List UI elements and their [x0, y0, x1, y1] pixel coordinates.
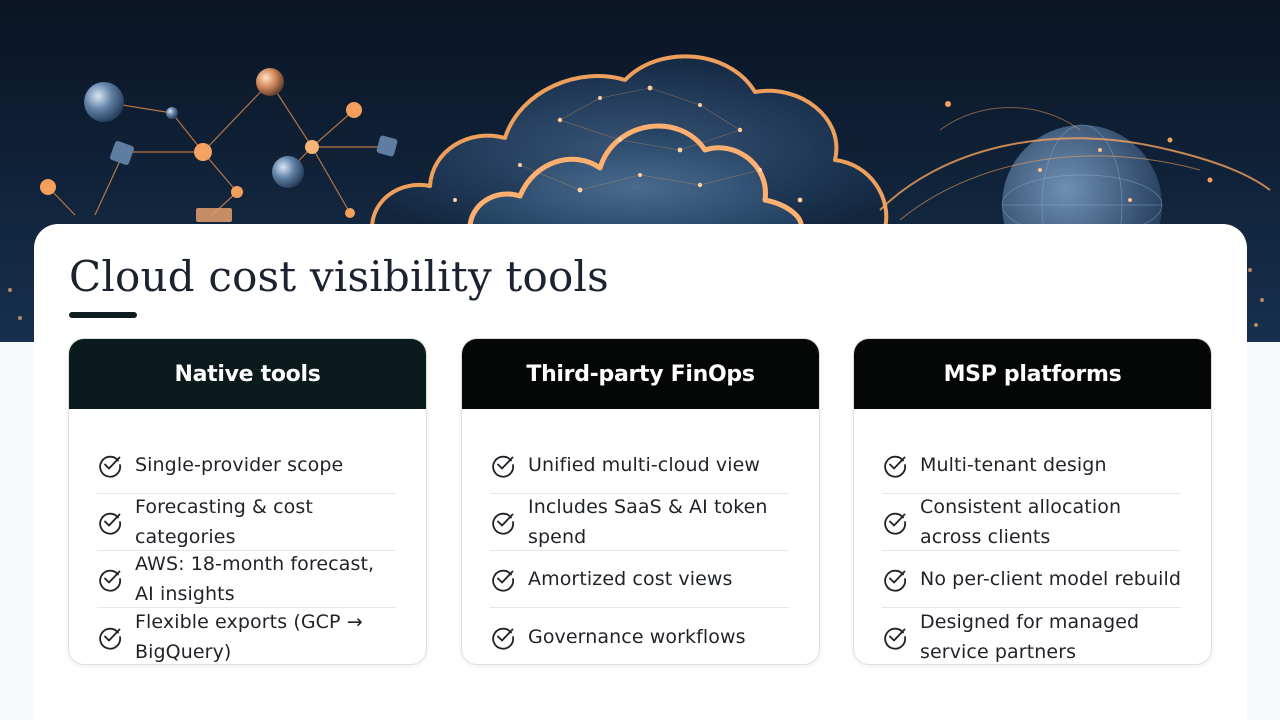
check-circle-icon — [884, 627, 906, 650]
list-item-text: Consistent allocation across clients — [920, 496, 1122, 548]
column-msp-platforms: MSP platforms Multi-tenant design Consis… — [853, 338, 1212, 665]
check-circle-icon — [99, 627, 121, 650]
list-item: AWS: 18-month forecast, AI insights — [97, 551, 396, 608]
list-item: Amortized cost views — [490, 551, 789, 608]
check-circle-icon — [884, 569, 906, 592]
list-item-text: Unified multi-cloud view — [528, 454, 761, 476]
list-item: Unified multi-cloud view — [490, 437, 789, 494]
column-list: Unified multi-cloud view Includes SaaS &… — [462, 409, 819, 664]
list-item: Single-provider scope — [97, 437, 396, 494]
list-item: Consistent allocation across clients — [882, 494, 1181, 551]
check-circle-icon — [884, 512, 906, 535]
column-list: Multi-tenant design Consistent allocatio… — [854, 409, 1211, 664]
list-item: No per-client model rebuild — [882, 551, 1181, 608]
check-circle-icon — [99, 455, 121, 478]
list-item-text: Designed for managed service partners — [920, 610, 1140, 663]
check-circle-icon — [492, 627, 514, 650]
list-item-text: No per-client model rebuild — [920, 568, 1182, 590]
list-item-text: Amortized cost views — [528, 568, 733, 590]
list-item: Forecasting & cost categories — [97, 494, 396, 551]
list-item: Flexible exports (GCP → BigQuery) — [97, 608, 396, 664]
column-native-tools: Native tools Single-provider scope Forec… — [68, 338, 427, 665]
list-item-text: Single-provider scope — [135, 454, 344, 476]
list-item-text: Includes SaaS & AI token spend — [528, 496, 768, 548]
slide-content-card: Cloud cost visibility tools Native tools… — [34, 224, 1247, 720]
check-circle-icon — [99, 569, 121, 592]
slide-title: Cloud cost visibility tools — [69, 252, 609, 301]
list-item-text: AWS: 18-month forecast, AI insights — [135, 553, 375, 605]
list-item-text: Governance workflows — [528, 625, 746, 648]
column-third-party-finops: Third-party FinOps Unified multi-cloud v… — [461, 338, 820, 665]
list-item: Governance workflows — [490, 608, 789, 664]
list-item-text: Flexible exports (GCP → BigQuery) — [135, 610, 363, 663]
check-circle-icon — [492, 512, 514, 535]
column-list: Single-provider scope Forecasting & cost… — [69, 409, 426, 664]
list-item-text: Multi-tenant design — [920, 454, 1107, 476]
list-item: Includes SaaS & AI token spend — [490, 494, 789, 551]
list-item: Multi-tenant design — [882, 437, 1181, 494]
check-circle-icon — [884, 455, 906, 478]
column-header: Native tools — [69, 339, 426, 409]
list-item-text: Forecasting & cost categories — [135, 496, 313, 548]
check-circle-icon — [492, 569, 514, 592]
check-circle-icon — [492, 455, 514, 478]
list-item: Designed for managed service partners — [882, 608, 1181, 664]
column-header: Third-party FinOps — [462, 339, 819, 409]
column-header: MSP platforms — [854, 339, 1211, 409]
check-circle-icon — [99, 512, 121, 535]
title-underline — [69, 312, 137, 318]
